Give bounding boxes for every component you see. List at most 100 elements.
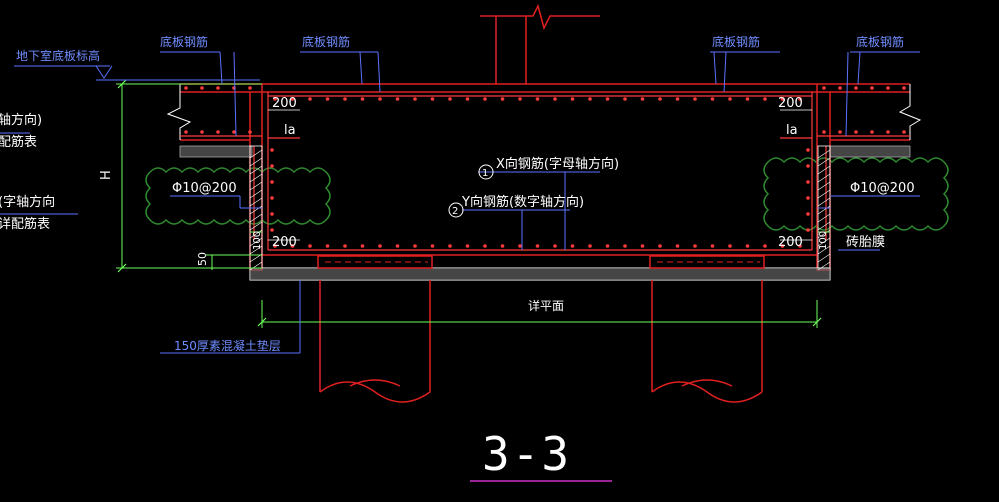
hatch-line — [249, 213, 263, 223]
rebar-dot — [465, 244, 470, 248]
hatch-line — [817, 181, 831, 191]
rebar-dot — [798, 244, 802, 248]
rebar-dot — [710, 97, 715, 101]
rebar-dot — [553, 244, 557, 248]
bottom-rebar-label-1: 底板钢筋 — [160, 34, 208, 49]
dim-200-bottom-right: 200 — [778, 235, 803, 250]
rebar-dot — [216, 130, 220, 134]
rebar-dots — [184, 86, 906, 248]
cushion-layer — [179, 145, 911, 281]
rebar-dot — [763, 97, 767, 101]
rebar-dot — [640, 244, 645, 248]
rebar-dot — [553, 97, 557, 101]
column-above — [480, 3, 600, 84]
hatch-line — [249, 237, 263, 247]
y-rebar-label: Y向钢筋(数字轴方向) — [461, 194, 584, 210]
rebar-dot — [693, 244, 697, 248]
section-title: 3-3 — [482, 427, 571, 481]
rebar-dot — [270, 180, 274, 184]
hatch-line — [249, 181, 263, 191]
rebar-dot — [886, 130, 890, 134]
rebar-dot — [798, 97, 802, 101]
hatch-line — [249, 149, 263, 159]
slab-level-label: 地下室底板标高 — [16, 48, 100, 63]
hatch-line — [817, 237, 831, 247]
callout-num-1: 1 — [482, 168, 488, 179]
phi-left-label: Φ10@200 — [172, 181, 237, 196]
rebar-dot — [588, 97, 592, 101]
rebar-dot — [535, 97, 540, 101]
hatch-line — [817, 165, 831, 175]
rebar-dot — [658, 244, 662, 248]
dim-100-right-label: 100 — [818, 231, 829, 250]
rebar-dot — [745, 244, 750, 248]
rebar-dot — [270, 228, 274, 232]
rebar-dot — [780, 244, 785, 248]
rebar-dot — [806, 196, 810, 200]
hatch-line — [817, 261, 831, 271]
dim-H-label: H — [99, 170, 114, 180]
rebar-dot — [325, 244, 330, 248]
rebar-dot — [483, 244, 487, 248]
x-rebar-label: X向钢筋(字母轴方向) — [496, 156, 619, 172]
rebar-dot — [658, 97, 662, 101]
brick-membrane-label: 砖胎膜 — [846, 235, 885, 250]
rebar-dot — [870, 130, 874, 134]
rebar-dot — [184, 86, 188, 90]
hatch-line — [817, 173, 831, 183]
rebar-dot — [290, 244, 295, 248]
rebar-dot — [360, 97, 365, 101]
hatch-line — [249, 221, 263, 231]
rebar-dot — [806, 148, 810, 152]
rebar-dot — [838, 130, 842, 134]
hatch-line — [817, 245, 831, 255]
revision-cloud-left — [145, 167, 331, 225]
rebar-dot — [483, 97, 487, 101]
rebar-dot — [430, 97, 435, 101]
rebar-dot — [518, 244, 522, 248]
hatch-line — [249, 197, 263, 207]
rebar-dot — [500, 97, 505, 101]
leader-lines — [0, 51, 920, 354]
hatch-line — [817, 253, 831, 263]
revision-cloud-right — [763, 157, 949, 231]
rebar-dot — [535, 244, 540, 248]
rebar-dot — [465, 97, 470, 101]
rebar-dot — [518, 97, 522, 101]
hatch-line — [817, 205, 831, 215]
clipped-label-2a: (字轴方向 — [0, 194, 55, 210]
rebar-dot — [605, 97, 610, 101]
hatch-line — [817, 197, 831, 207]
rebar-dot — [360, 244, 365, 248]
rebar-dot — [675, 97, 680, 101]
rebar-dot — [232, 130, 236, 134]
rebar-dot — [806, 212, 810, 216]
cushion-label: 150厚素混凝土垫层 — [174, 338, 281, 353]
dim-50-label: 50 — [196, 252, 209, 266]
rebar-dot — [325, 97, 330, 101]
rebar-dot — [248, 86, 252, 90]
rebar-dot — [640, 97, 645, 101]
callout-num-2: 2 — [452, 206, 458, 217]
phi-right-label: Φ10@200 — [850, 181, 915, 196]
rebar-dot — [902, 86, 906, 90]
hatch-line — [817, 157, 831, 167]
dim-200-bottom-left: 200 — [272, 235, 297, 250]
rebar-dot — [290, 97, 295, 101]
rebar-dot — [343, 97, 347, 101]
rebar-dot — [728, 97, 732, 101]
rebar-dot — [430, 244, 435, 248]
rebar-dot — [184, 130, 188, 134]
rebar-dot — [395, 244, 400, 248]
rebar-dot — [448, 97, 452, 101]
rebar-dot — [710, 244, 715, 248]
clipped-label-1a: 轴方向) — [0, 112, 42, 128]
rebar-dot — [500, 244, 505, 248]
callout-circle-1 — [478, 164, 494, 180]
rebar-dot — [886, 86, 890, 90]
slab-break-right — [898, 84, 922, 140]
leader-circles — [448, 164, 494, 218]
rebar-dot — [838, 86, 842, 90]
rebar-dot — [273, 97, 277, 101]
